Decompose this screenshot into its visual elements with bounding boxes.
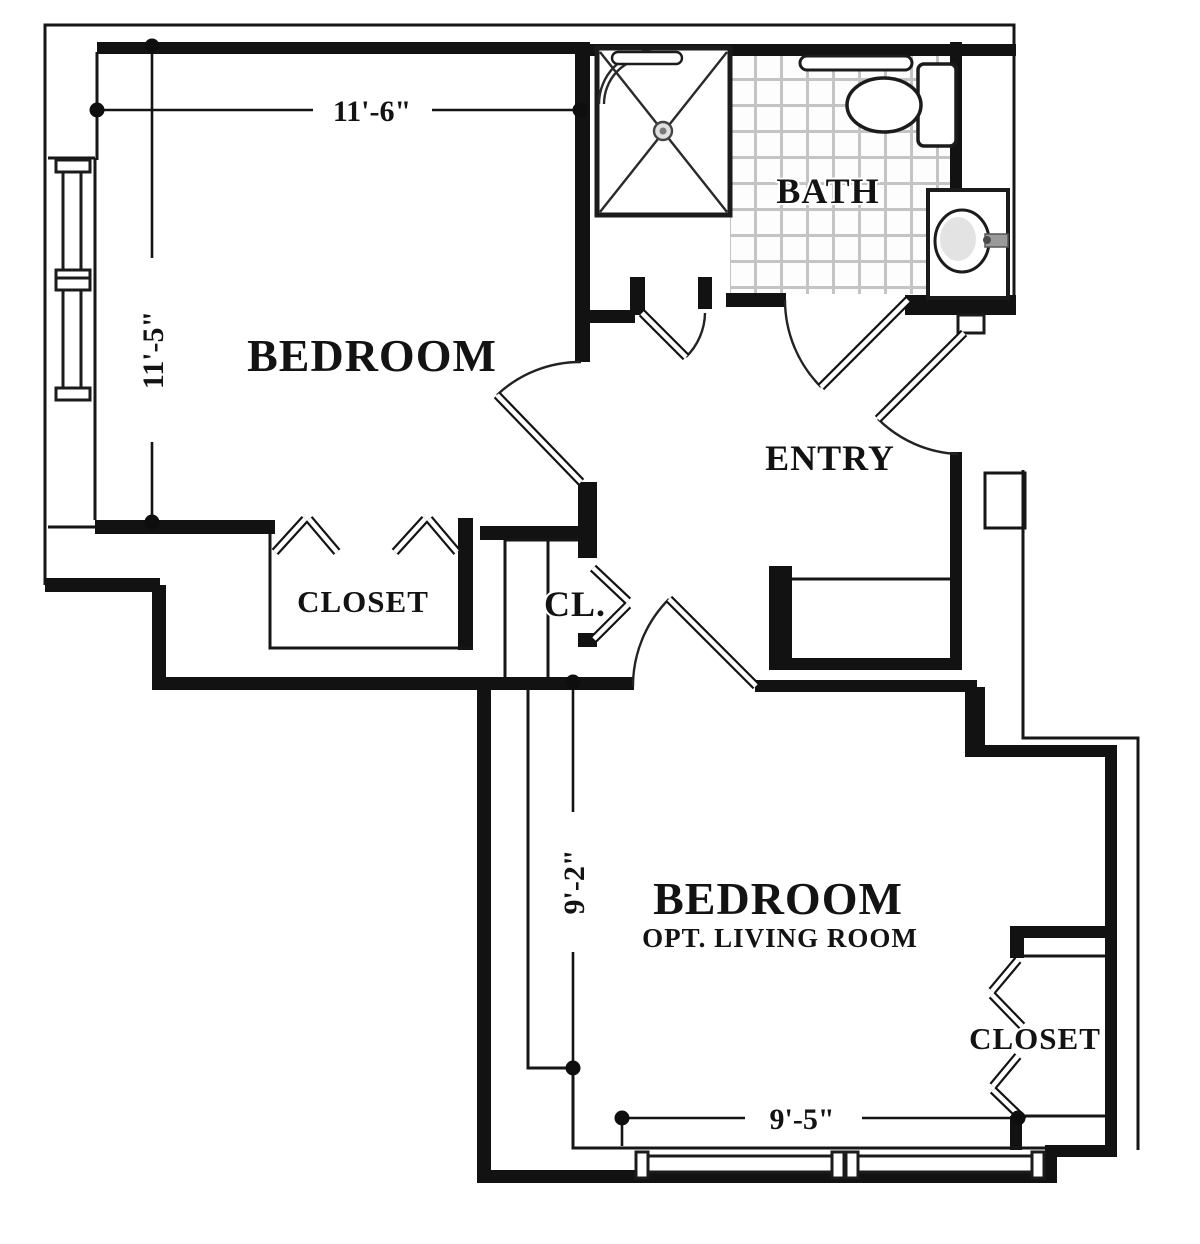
label-closet-lower: CLOSET (969, 1021, 1101, 1056)
toilet (845, 62, 958, 148)
label-bedroom-lower-sub: OPT. LIVING ROOM (642, 923, 918, 953)
dim-bedroom-lower-width: 9'-5" (614, 1102, 1026, 1146)
bifold-closet-lower (988, 957, 1028, 1124)
bifold-closet-upper (271, 515, 461, 556)
exterior-outline (43, 23, 1140, 1150)
bifold-closet-small (589, 564, 632, 643)
sink (926, 188, 1010, 300)
window-bottom-left (634, 1150, 846, 1180)
dim-label-9-2: 9'-2" (558, 850, 591, 915)
label-closet-upper: CLOSET (297, 584, 429, 619)
label-closet-small: CL. (544, 584, 606, 624)
door-bedroom-upper (493, 360, 585, 486)
label-bedroom-upper: BEDROOM (247, 330, 497, 381)
walls (45, 42, 1117, 1183)
interior-lines (48, 52, 1105, 1150)
dim-label-9-5: 9'-5" (770, 1103, 835, 1136)
window-bottom-right (844, 1150, 1046, 1180)
shower (594, 45, 733, 218)
dim-label-11-6: 11'-6" (333, 95, 411, 128)
entry-door-jamb (956, 313, 986, 335)
dim-bedroom-lower-height: 9'-2" (557, 674, 593, 1076)
door-bath (783, 296, 912, 391)
label-bedroom-lower: BEDROOM (653, 873, 903, 924)
door-entry (874, 329, 968, 456)
window-left-upper (54, 158, 92, 284)
door-linen-closet (638, 309, 707, 361)
dim-bedroom-upper-width: 11'-6" (89, 94, 588, 130)
dim-label-11-5: 11'-5" (137, 311, 170, 389)
label-entry: ENTRY (765, 438, 895, 478)
door-bedroom-lower (631, 595, 760, 690)
dim-bedroom-upper-height: 11'-5" (136, 38, 172, 530)
label-bath: BATH (776, 171, 879, 211)
grab-bar (798, 54, 914, 72)
window-left-lower (54, 276, 92, 402)
